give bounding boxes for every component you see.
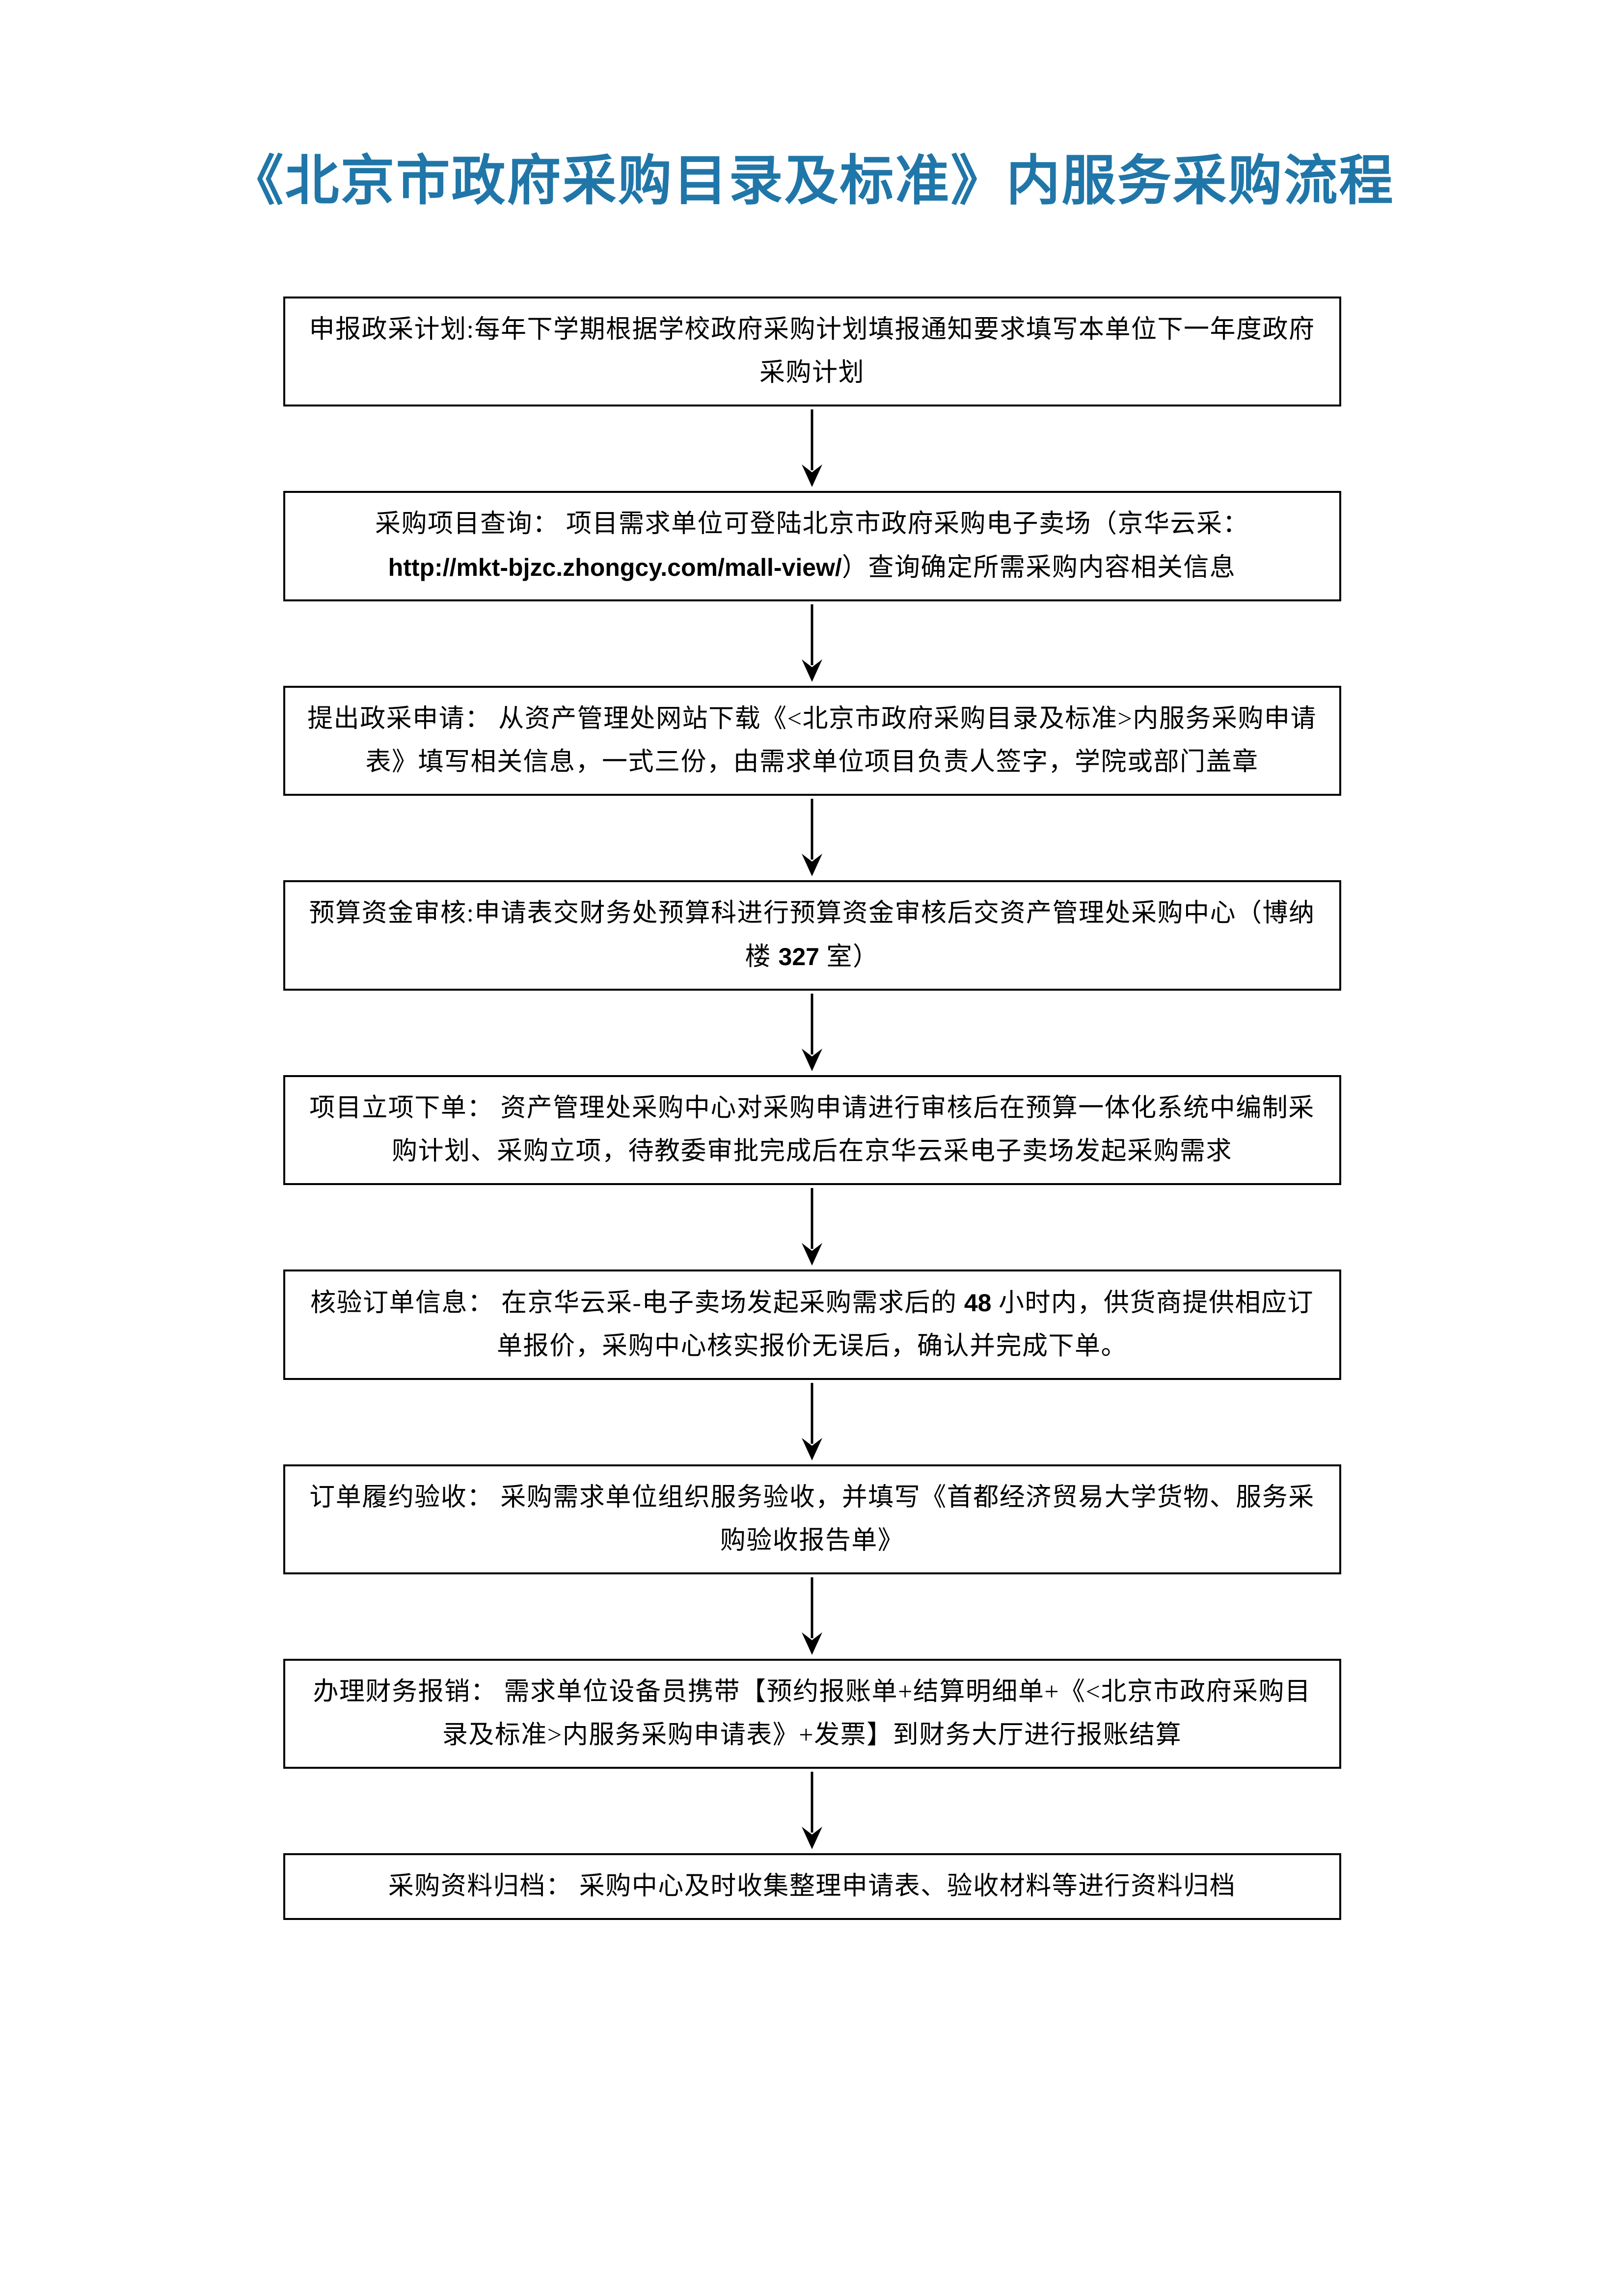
flow-connector	[797, 1380, 827, 1464]
text-segment: 提出政采申请： 从资产管理处网站下载《<北京市政府采购目录及标准>内服务采购申请…	[307, 704, 1317, 776]
flow-box-financial-reimbursement: 办理财务报销： 需求单位设备员携带【预约报账单+结算明细单+《<北京市政府采购目…	[283, 1658, 1341, 1769]
flow-box-declare-plan: 申报政采计划:每年下学期根据学校政府采购计划填报通知要求填写本单位下一年度政府采…	[283, 296, 1341, 406]
text-segment: ）查询确定所需采购内容相关信息	[841, 553, 1236, 582]
flow-connector	[797, 406, 827, 491]
text-segment: 项目立项下单： 资产管理处采购中心对采购申请进行审核后在预算一体化系统中编制采购…	[309, 1094, 1315, 1165]
flow-connector	[797, 1185, 827, 1270]
flow-connector	[797, 1769, 827, 1853]
flow-box-archive-materials: 采购资料归档： 采购中心及时收集整理申请表、验收材料等进行资料归档	[283, 1853, 1341, 1920]
text-segment: 采购资料归档： 采购中心及时收集整理申请表、验收材料等进行资料归档	[388, 1872, 1236, 1900]
flowchart: 申报政采计划:每年下学期根据学校政府采购计划填报通知要求填写本单位下一年度政府采…	[283, 296, 1341, 1920]
down-arrow-icon	[802, 1382, 822, 1460]
flow-box-budget-review: 预算资金审核:申请表交财务处预算科进行预算资金审核后交资产管理处采购中心（博纳楼…	[283, 880, 1341, 991]
text-segment: 订单履约验收： 采购需求单位组织服务验收，并填写《首都经济贸易大学货物、服务采购…	[309, 1483, 1315, 1555]
bold-latin-text: 48	[964, 1289, 992, 1317]
flow-connector	[797, 991, 827, 1075]
text-segment: 申报政采计划:每年下学期根据学校政府采购计划填报通知要求填写本单位下一年度政府采…	[309, 315, 1315, 387]
bold-latin-text: http://mkt-bjzc.zhongcy.com/mall-view/	[388, 553, 842, 581]
text-segment: 室）	[819, 943, 879, 971]
down-arrow-icon	[802, 409, 822, 487]
flow-connector	[797, 601, 827, 686]
text-segment: 核验订单信息： 在京华云采-电子卖场发起采购需求后的	[310, 1289, 964, 1317]
flow-box-submit-application: 提出政采申请： 从资产管理处网站下载《<北京市政府采购目录及标准>内服务采购申请…	[283, 685, 1341, 796]
down-arrow-icon	[802, 798, 822, 876]
down-arrow-icon	[802, 1577, 822, 1655]
flow-connector	[797, 796, 827, 880]
down-arrow-icon	[802, 604, 822, 682]
down-arrow-icon	[802, 1771, 822, 1849]
flow-connector	[797, 1574, 827, 1659]
down-arrow-icon	[802, 1188, 822, 1266]
flow-box-project-approval-order: 项目立项下单： 资产管理处采购中心对采购申请进行审核后在预算一体化系统中编制采购…	[283, 1075, 1341, 1185]
flow-box-order-acceptance: 订单履约验收： 采购需求单位组织服务验收，并填写《首都经济贸易大学货物、服务采购…	[283, 1464, 1341, 1574]
bold-latin-text: 327	[778, 943, 819, 971]
text-segment: 预算资金审核:申请表交财务处预算科进行预算资金审核后交资产管理处采购中心（博纳楼	[309, 899, 1315, 971]
flow-box-project-query: 采购项目查询： 项目需求单位可登陆北京市政府采购电子卖场（京华云采： http:/…	[283, 490, 1341, 601]
text-segment: 办理财务报销： 需求单位设备员携带【预约报账单+结算明细单+《<北京市政府采购目…	[313, 1677, 1311, 1749]
flow-box-verify-order-info: 核验订单信息： 在京华云采-电子卖场发起采购需求后的 48 小时内，供货商提供相…	[283, 1269, 1341, 1380]
text-segment: 小时内，供货商提供相应订单报价，采购中心核实报价无误后，确认并完成下单。	[496, 1289, 1314, 1360]
text-segment: 采购项目查询： 项目需求单位可登陆北京市政府采购电子卖场（京华云采：	[375, 510, 1249, 538]
page-title: 《北京市政府采购目录及标准》内服务采购流程	[229, 151, 1395, 211]
down-arrow-icon	[802, 993, 822, 1071]
